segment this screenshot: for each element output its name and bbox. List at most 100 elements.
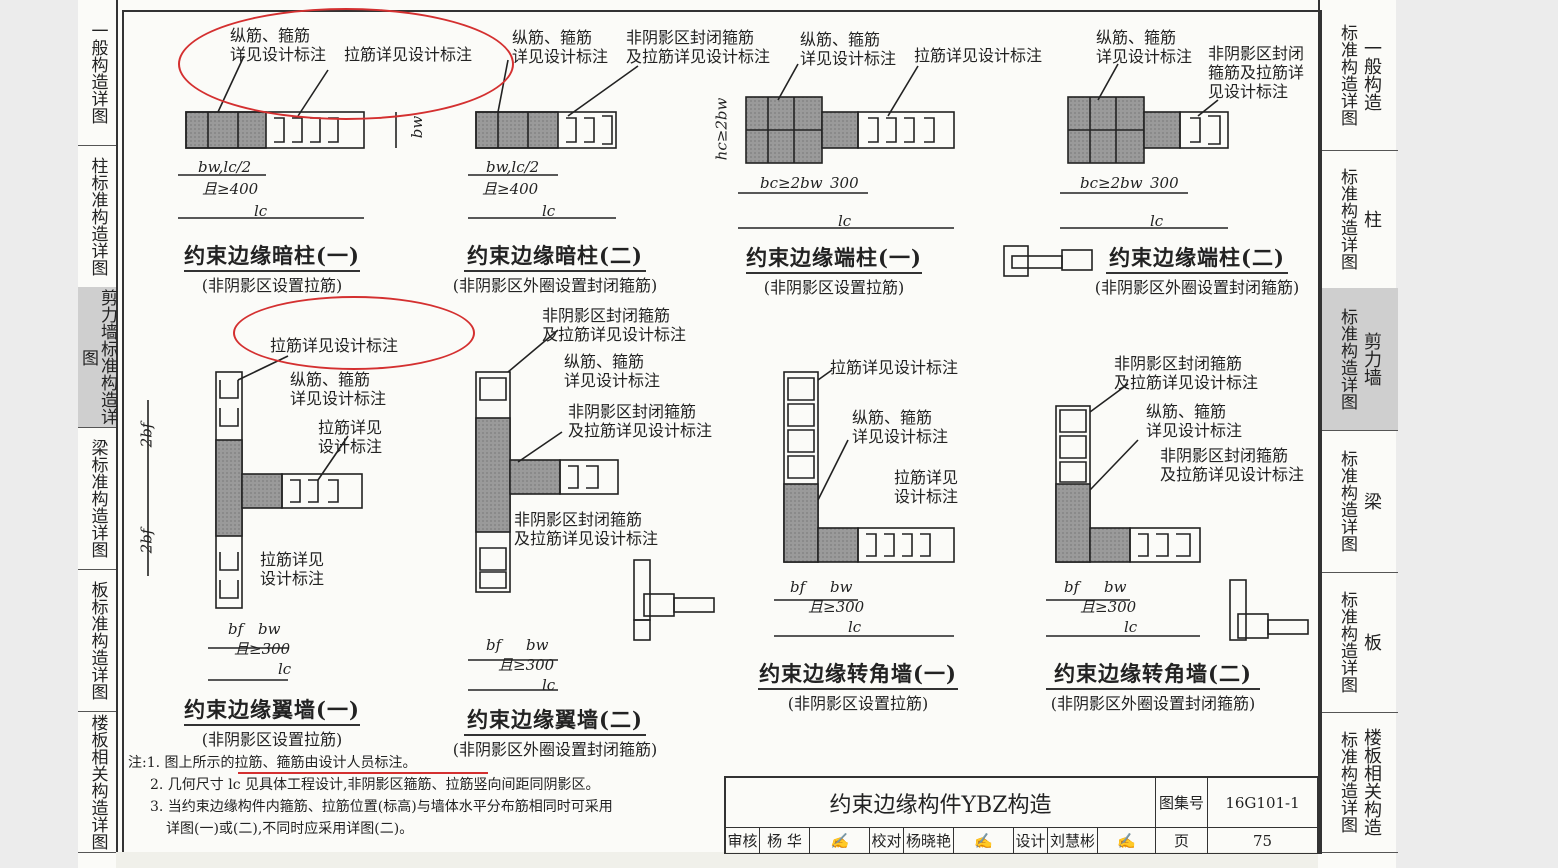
caption-subtitle: (非阴影区设置拉筋) — [787, 694, 929, 713]
designer-signature: ✍ — [1098, 828, 1156, 854]
right-tab-prefix: 标准构造详图 — [1337, 450, 1357, 552]
highlight-oval-2 — [233, 296, 475, 370]
dimension-label: bf — [1064, 578, 1080, 596]
detail-caption: 约束边缘暗柱(二)(非阴影区外圈设置封闭箍筋) — [440, 240, 670, 296]
dimension-label: bw — [258, 620, 281, 638]
annotation: 纵筋、箍筋详见设计标注 — [512, 28, 609, 66]
note-line: 2. 几何尺寸 lc 见具体工程设计,非阴影区箍筋、拉筋竖向间距同阴影区。 — [150, 777, 600, 793]
annotation: 拉筋详见设计标注 — [260, 550, 325, 588]
right-tab-shear-wall[interactable]: 标准构造详图剪力墙 — [1320, 288, 1398, 431]
annotation: 纵筋、箍筋详见设计标注 — [852, 408, 949, 446]
right-tab-label: 楼板相关构造 — [1361, 728, 1382, 836]
dimension-label: bf — [486, 636, 502, 654]
annotation: 纵筋、箍筋详见设计标注 — [1146, 402, 1243, 440]
annotation: 纵筋、箍筋详见设计标注 — [1096, 28, 1193, 66]
dimension-label: bw — [408, 115, 427, 139]
right-tab-general[interactable]: 标准构造详图一般构造 — [1320, 0, 1398, 151]
left-tab-label: 剪力墙标准构造详图 — [78, 289, 117, 425]
annotation: 非阴影区封闭箍筋及拉筋详见设计标注 — [568, 402, 713, 440]
left-tab-beam[interactable]: 梁标准构造详图 — [78, 427, 116, 570]
left-tab-slab[interactable]: 板标准构造详图 — [78, 569, 116, 712]
caption-title: 约束边缘暗柱(二) — [464, 240, 646, 272]
right-tab-prefix: 标准构造详图 — [1337, 591, 1357, 693]
left-tab-label: 柱标准构造详图 — [87, 156, 108, 276]
right-tab-prefix: 标准构造详图 — [1337, 308, 1357, 410]
dimension-label: lc — [1124, 618, 1138, 636]
title-block: 约束边缘构件YBZ构造 图集号 16G101-1 审核 杨 华 ✍ 校对 杨晓艳… — [724, 776, 1320, 854]
annotation: 非阴影区封闭箍筋及拉筋详见设计标注 — [626, 28, 771, 66]
right-tab-prefix: 标准构造详图 — [1337, 731, 1357, 833]
dimension-label: bw — [526, 636, 549, 654]
annotation: 非阴影区封闭箍筋及拉筋详见设计标注 — [514, 510, 659, 548]
caption-title: 约束边缘端柱(二) — [1106, 242, 1288, 274]
drawing-sheet: 一般构造详图 柱标准构造详图 剪力墙标准构造详图 梁标准构造详图 板标准构造详图… — [78, 0, 1398, 868]
detail-caption: 约束边缘端柱(一)(非阴影区设置拉筋) — [746, 242, 922, 298]
page-label: 页 — [1156, 828, 1208, 854]
dimension-label: 且≥300 — [498, 656, 555, 674]
left-tab-label: 一般构造详图 — [87, 21, 108, 124]
dimension-label: hc≥2bw — [712, 97, 731, 161]
dimension-label: lc — [542, 676, 556, 694]
check-label: 校对 — [870, 828, 904, 854]
right-sidebar: 标准构造详图一般构造 标准构造详图柱 标准构造详图剪力墙 标准构造详图梁 标准构… — [1318, 0, 1398, 853]
left-tab-label: 楼板相关构造详图 — [87, 713, 108, 850]
annotation: 拉筋详见设计标注 — [344, 45, 473, 64]
dimension-label: bc≥2bw — [760, 174, 823, 192]
highlight-oval-1 — [178, 8, 514, 120]
right-tab-slab-related[interactable]: 标准构造详图楼板相关构造 — [1320, 712, 1398, 853]
right-tab-beam[interactable]: 标准构造详图梁 — [1320, 430, 1398, 573]
drawing-title: 约束边缘构件YBZ构造 — [726, 778, 1156, 828]
dimension-label: 且≥400 — [482, 180, 539, 198]
design-label: 设计 — [1014, 828, 1048, 854]
annotation: 拉筋详见设计标注 — [894, 468, 959, 506]
annotation: 非阴影区封闭箍筋及拉筋详见设计标注 — [1160, 446, 1305, 484]
caption-title: 约束边缘暗柱(一) — [184, 240, 360, 272]
detail-caption: 约束边缘暗柱(一)(非阴影区设置拉筋) — [184, 240, 360, 296]
annotation: 非阴影区封闭箍筋及拉筋详见设计标注 — [542, 306, 687, 344]
left-tab-general[interactable]: 一般构造详图 — [78, 0, 116, 146]
right-tab-label: 剪力墙 — [1361, 332, 1382, 386]
dimension-label: 300 — [830, 174, 859, 192]
right-tab-label: 一般构造 — [1361, 39, 1382, 111]
annotation: 纵筋、箍筋详见设计标注 — [230, 26, 327, 64]
right-tab-label: 梁 — [1361, 492, 1382, 510]
right-tab-prefix: 标准构造详图 — [1337, 24, 1357, 126]
dimension-label: lc — [542, 202, 556, 220]
dimension-label: lc — [278, 660, 292, 678]
annotation: 非阴影区封闭箍筋及拉筋详见设计标注 — [1114, 354, 1259, 392]
dimension-label: 且≥300 — [1080, 598, 1137, 616]
atlas-label: 图集号 — [1156, 778, 1208, 828]
annotation: 纵筋、箍筋详见设计标注 — [290, 370, 387, 408]
designer-name: 刘慧彬 — [1048, 828, 1098, 854]
checker-signature: ✍ — [954, 828, 1014, 854]
note-line: 注:1. 图上所示的拉筋、箍筋由设计人员标注。 — [128, 755, 417, 771]
detail-caption: 约束边缘端柱(二) (非阴影区外圈设置封闭箍筋) — [1082, 242, 1312, 298]
reviewer-signature: ✍ — [810, 828, 870, 854]
annotation: 纵筋、箍筋详见设计标注 — [800, 30, 897, 68]
left-tab-slab-related[interactable]: 楼板相关构造详图 — [78, 711, 116, 853]
dimension-label: 2bf — [137, 528, 156, 554]
annotation: 拉筋详见设计标注 — [270, 336, 399, 355]
page-footer-strip — [116, 852, 1318, 868]
right-tab-label: 柱 — [1361, 210, 1382, 228]
left-tab-label: 梁标准构造详图 — [87, 438, 108, 558]
caption-subtitle: (非阴影区外圈设置封闭箍筋) — [1094, 278, 1300, 297]
note-line: 详图(一)或(二),不同时应采用详图(二)。 — [166, 821, 414, 837]
right-tab-slab[interactable]: 标准构造详图板 — [1320, 572, 1398, 713]
dimension-label: 2bf — [137, 422, 156, 448]
caption-title: 约束边缘转角墙(二) — [1046, 658, 1260, 690]
dimension-label: bw — [1104, 578, 1127, 596]
dimension-label: 且≥300 — [808, 598, 865, 616]
right-tab-label: 板 — [1361, 633, 1382, 651]
dimension-label: lc — [848, 618, 862, 636]
dimension-label: bw — [830, 578, 853, 596]
note-line: 3. 当约束边缘构件内箍筋、拉筋位置(标高)与墙体水平分布筋相同时可采用 — [150, 799, 613, 815]
page-number: 75 — [1208, 828, 1318, 854]
left-tab-shear-wall[interactable]: 剪力墙标准构造详图 — [78, 287, 117, 428]
dimension-label: lc — [838, 212, 852, 230]
caption-subtitle: (非阴影区外圈设置封闭箍筋) — [1050, 694, 1256, 713]
detail-caption: 约束边缘翼墙(一)(非阴影区设置拉筋) — [184, 694, 360, 750]
rebar-details-drawing — [147, 55, 1309, 774]
annotation: 拉筋详见设计标注 — [318, 418, 383, 456]
dimension-label: 且≥400 — [202, 180, 259, 198]
